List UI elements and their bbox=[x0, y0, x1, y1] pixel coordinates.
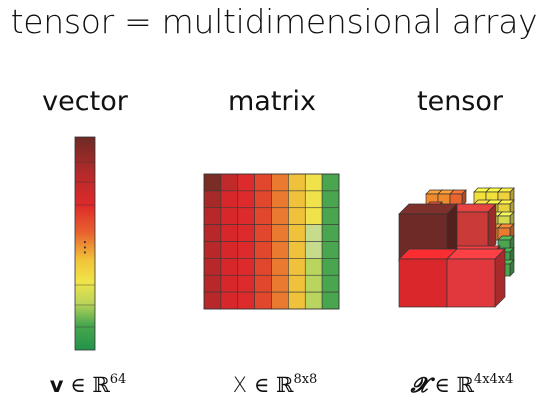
tensor-cube-stack bbox=[398, 187, 515, 308]
matrix-cell bbox=[203, 224, 222, 242]
matrix-cell bbox=[220, 241, 239, 259]
matrix-cell bbox=[271, 291, 289, 310]
matrix-cell bbox=[304, 258, 323, 276]
matrix-cell bbox=[304, 224, 323, 242]
matrix-cell bbox=[237, 224, 255, 242]
matrix-cell bbox=[254, 274, 272, 293]
tensor-symbol: 𝓧 bbox=[410, 372, 428, 397]
tensor-cube bbox=[398, 203, 458, 263]
matrix-cell bbox=[254, 241, 272, 259]
matrix-cell bbox=[203, 291, 222, 310]
matrix-cell bbox=[288, 173, 306, 192]
matrix-cell bbox=[237, 173, 255, 192]
matrix-symbol: X bbox=[232, 373, 248, 397]
tensor-cube bbox=[449, 189, 467, 207]
matrix-cell bbox=[271, 241, 289, 259]
matrix-cell bbox=[271, 274, 289, 293]
vector-symbol: v bbox=[49, 373, 64, 397]
matrix-cell bbox=[203, 241, 222, 259]
matrix-cell bbox=[220, 207, 239, 225]
matrix-cell bbox=[304, 241, 323, 259]
matrix-cell bbox=[237, 274, 255, 293]
matrix-cell bbox=[220, 274, 239, 293]
matrix-cell bbox=[220, 258, 239, 276]
matrix-cell bbox=[271, 207, 289, 225]
real-space-symbol: ℝ bbox=[92, 373, 110, 397]
matrix-cell bbox=[254, 258, 272, 276]
matrix-cell bbox=[321, 291, 340, 310]
matrix-cell bbox=[220, 173, 239, 192]
matrix-cell bbox=[321, 258, 340, 276]
matrix-cell bbox=[203, 258, 222, 276]
matrix-cell bbox=[288, 241, 306, 259]
matrix-cell bbox=[304, 207, 323, 225]
matrix-cell bbox=[304, 291, 323, 310]
matrix-cell bbox=[254, 291, 272, 310]
matrix-cell bbox=[237, 190, 255, 209]
vertical-ellipsis: ⋮ bbox=[78, 238, 93, 256]
matrix-cell bbox=[288, 190, 306, 209]
matrix-cell bbox=[288, 291, 306, 310]
matrix-cell bbox=[220, 190, 239, 209]
matrix-dims: 8x8 bbox=[293, 372, 318, 387]
matrix-cell bbox=[321, 173, 340, 192]
matrix-cell bbox=[304, 274, 323, 293]
matrix-cell bbox=[271, 190, 289, 209]
vector-dims: 64 bbox=[109, 372, 127, 387]
matrix-cell bbox=[304, 173, 323, 192]
matrix-cell bbox=[271, 173, 289, 192]
matrix-cell bbox=[321, 241, 340, 259]
matrix-cell bbox=[237, 241, 255, 259]
matrix-grid bbox=[203, 173, 340, 310]
matrix-cell bbox=[203, 173, 222, 192]
matrix-cell bbox=[288, 258, 306, 276]
matrix-cell bbox=[254, 173, 272, 192]
matrix-cell bbox=[288, 207, 306, 225]
page-title: tensor = multidimensional array bbox=[10, 2, 538, 41]
matrix-cell bbox=[203, 190, 222, 209]
tensor-label: tensor bbox=[417, 86, 503, 117]
matrix-cell bbox=[321, 274, 340, 293]
member-symbol: ∈ bbox=[253, 373, 270, 397]
matrix-cell bbox=[254, 207, 272, 225]
matrix-cell bbox=[321, 207, 340, 225]
real-space-symbol: ℝ bbox=[456, 373, 474, 397]
matrix-label: matrix bbox=[227, 86, 317, 117]
vector-formula: v ∈ ℝ64 bbox=[50, 372, 127, 397]
vector-label: vector bbox=[42, 86, 128, 117]
matrix-cell bbox=[237, 258, 255, 276]
matrix-cell bbox=[237, 207, 255, 225]
tensor-cube bbox=[446, 248, 506, 308]
vector-column: ⋮ bbox=[74, 136, 96, 351]
member-symbol: ∈ bbox=[434, 373, 450, 397]
matrix-cell bbox=[288, 274, 306, 293]
matrix-cell bbox=[321, 190, 340, 209]
member-symbol: ∈ bbox=[70, 373, 86, 397]
matrix-cell bbox=[203, 207, 222, 225]
matrix-cell bbox=[254, 190, 272, 209]
matrix-cell bbox=[254, 224, 272, 242]
tensor-formula: 𝓧 ∈ ℝ4x4x4 bbox=[411, 372, 514, 398]
tensor-dims: 4x4x4 bbox=[473, 372, 514, 387]
matrix-formula: X ∈ ℝ8x8 bbox=[233, 372, 318, 397]
matrix-cell bbox=[237, 291, 255, 310]
matrix-cell bbox=[220, 291, 239, 310]
real-space-symbol: ℝ bbox=[275, 373, 294, 397]
matrix-cell bbox=[271, 258, 289, 276]
matrix-cell bbox=[288, 224, 306, 242]
matrix-cell bbox=[321, 224, 340, 242]
matrix-cell bbox=[203, 274, 222, 293]
matrix-cell bbox=[220, 224, 239, 242]
matrix-cell bbox=[304, 190, 323, 209]
matrix-cell bbox=[271, 224, 289, 242]
